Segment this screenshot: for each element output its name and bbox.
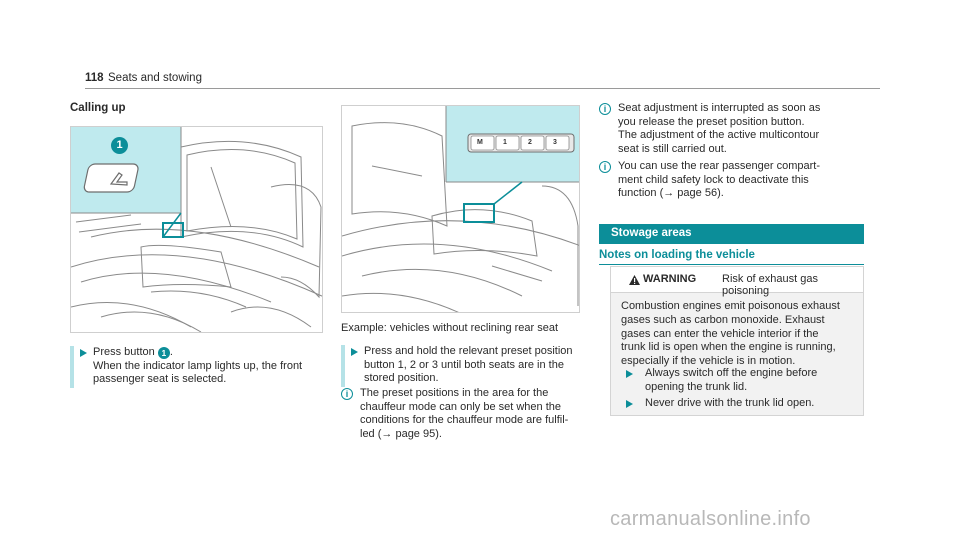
warning-body-line: gases such as carbon monoxide. Exhaust: [621, 313, 825, 326]
warning-label: WARNING: [643, 273, 697, 285]
step-text-line: stored position.: [364, 372, 439, 384]
callout-badge-1: 1: [111, 137, 128, 154]
step-press-button: Press button 1. When the indicator lamp …: [70, 346, 323, 388]
warning-step-switch-off: Always switch off the engine before open…: [626, 367, 856, 395]
header-divider: [85, 88, 880, 89]
step-text-line: button 1, 2 or 3 until both seats are in…: [364, 358, 564, 371]
note-line: chauffeur mode can only be set when the: [360, 400, 561, 413]
memory-button-1: 1: [503, 139, 507, 146]
step-text-suffix: .: [169, 346, 173, 358]
warning-body-line: especially if the vehicle is in motion.: [621, 355, 796, 368]
warning-step-line: Always switch off the engine before: [645, 367, 818, 379]
step-arrow-icon: [626, 400, 633, 408]
note-line: you release the preset position button.: [618, 115, 805, 128]
note-line: conditions for the chauffeur mode are fu…: [360, 414, 569, 426]
page-number: 118: [85, 72, 104, 84]
note-line: Seat adjustment is interrupted as soon a…: [618, 102, 821, 114]
warning-body: Combustion engines emit poisonous exhaus…: [621, 300, 840, 369]
memory-buttons-figure: M 1 2 3: [341, 105, 580, 313]
warning-body-line: trunk lid is open when the engine is run…: [621, 341, 836, 354]
step-text-prefix: Press button: [93, 346, 155, 358]
memory-button-m: M: [477, 139, 483, 146]
memory-button-3: 3: [553, 139, 557, 146]
warning-step-never-drive: Never drive with the trunk lid open.: [626, 397, 856, 411]
inline-badge-1: 1: [157, 347, 170, 359]
calling-up-heading: Calling up: [70, 102, 126, 114]
warning-box: WARNING Risk of exhaust gas poisoning Co…: [610, 266, 864, 416]
info-icon: i: [341, 388, 353, 400]
warning-body-line: Combustion engines emit poisonous exhaus…: [621, 300, 840, 312]
note-line: The preset positions in the area for the: [360, 387, 549, 399]
step-text-line: When the indicator lamp lights up, the f…: [93, 359, 303, 372]
door-panel-figure: 1: [70, 126, 323, 333]
note-line-page-link[interactable]: function (→ page 56).: [618, 187, 724, 199]
note-line: You can use the rear passenger compart-: [618, 160, 820, 172]
step-arrow-icon: [80, 349, 87, 357]
watermark-text: carmanualsonline.info: [610, 508, 811, 530]
section-header-bar: Stowage areas: [599, 224, 864, 244]
memory-buttons-illustration: [342, 106, 579, 312]
warning-step-line: opening the trunk lid.: [645, 380, 748, 393]
info-icon: i: [599, 103, 611, 115]
warning-body-line: gases can enter the vehicle interior if …: [621, 327, 819, 340]
door-panel-illustration: [71, 127, 322, 332]
step-text-line: Press and hold the relevant preset posit…: [364, 345, 573, 357]
step-press-and-hold: Press and hold the relevant preset posit…: [341, 345, 580, 387]
section-header-title: Stowage areas: [611, 227, 692, 239]
memory-button-2: 2: [528, 139, 532, 146]
note-line: ment child safety lock to deactivate thi…: [618, 173, 809, 186]
note-line: seat is still carried out.: [618, 142, 727, 155]
warning-step-line: Never drive with the trunk lid open.: [645, 397, 815, 409]
note-child-safety-lock: i You can use the rear passenger compart…: [599, 160, 864, 202]
info-icon: i: [599, 161, 611, 173]
figure-caption: Example: vehicles without reclining rear…: [341, 322, 559, 334]
note-line-page-link[interactable]: led (→ page 95).: [360, 427, 442, 440]
step-text-line: passenger seat is selected.: [93, 373, 227, 385]
note-seat-adjustment: i Seat adjustment is interrupted as soon…: [599, 102, 864, 158]
note-chauffeur-mode: i The preset positions in the area for t…: [341, 387, 580, 443]
warning-header: WARNING Risk of exhaust gas poisoning: [611, 267, 863, 297]
section-running-title: Seats and stowing: [108, 72, 202, 84]
subsection-heading: Notes on loading the vehicle: [599, 249, 755, 261]
step-arrow-icon: [626, 370, 633, 378]
warning-triangle-icon: [629, 275, 640, 285]
subsection-divider: [599, 264, 864, 265]
note-line: The adjustment of the active multicontou…: [618, 129, 820, 141]
warning-title: Risk of exhaust gas poisoning: [722, 273, 818, 297]
step-arrow-icon: [351, 348, 358, 356]
